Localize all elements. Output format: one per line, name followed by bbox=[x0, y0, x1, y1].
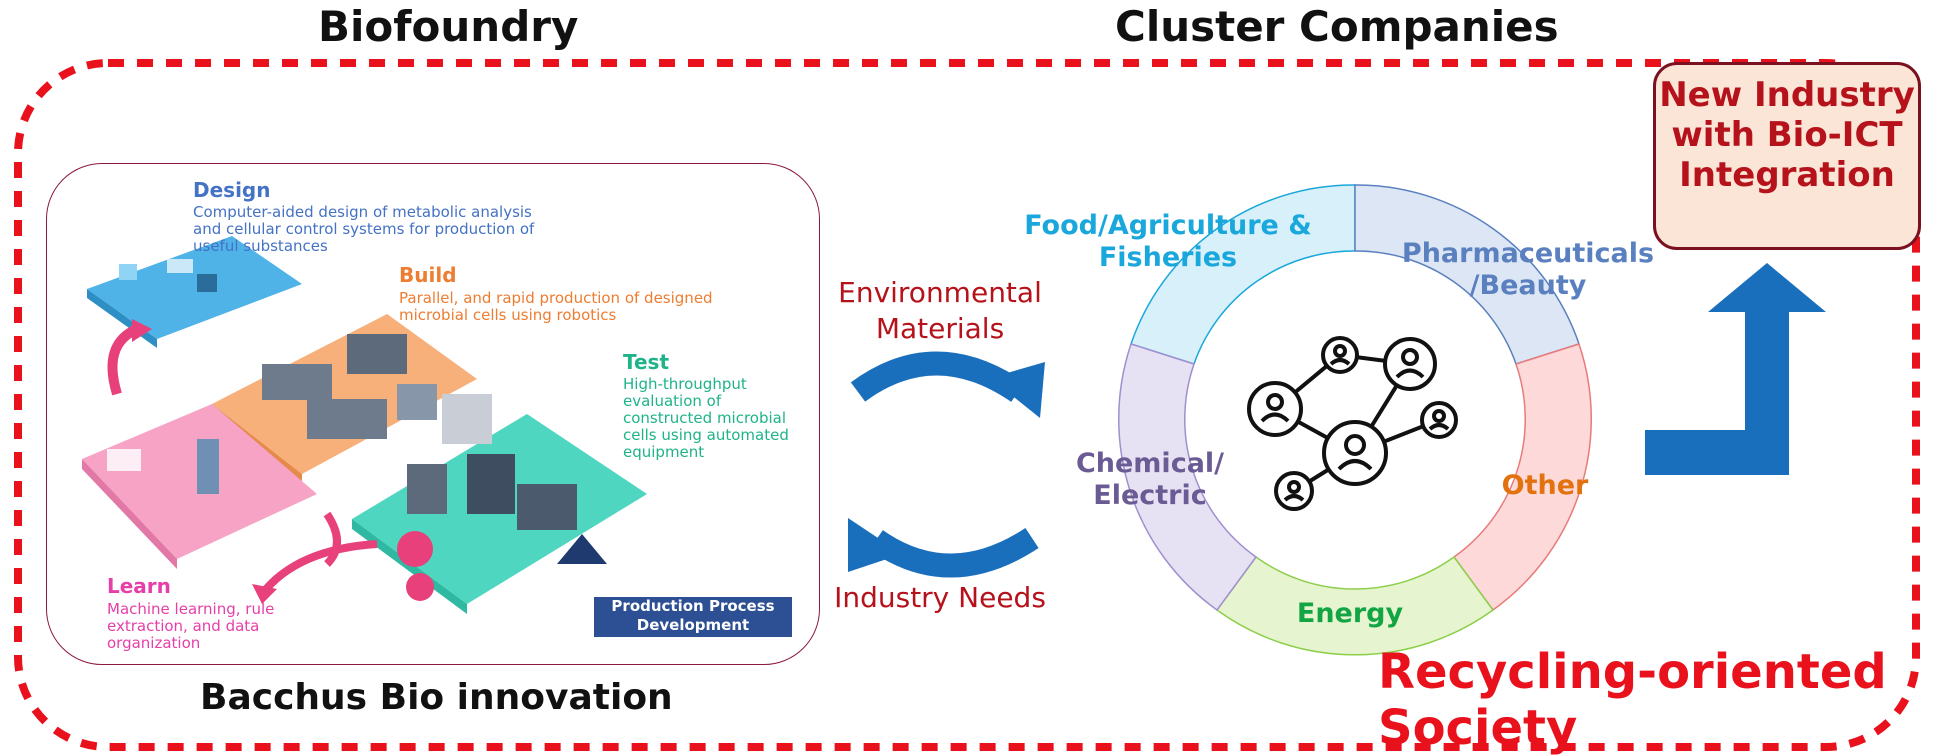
upward-arrow bbox=[1645, 263, 1826, 475]
flow-arrows bbox=[848, 351, 1045, 578]
sector-pharma: Pharmaceuticals /Beauty bbox=[1401, 238, 1655, 301]
stage-build-title: Build bbox=[399, 263, 457, 287]
sector-energy: Energy bbox=[1296, 598, 1404, 629]
cluster-companies-title: Cluster Companies bbox=[1115, 2, 1559, 51]
company-name: Bacchus Bio innovation bbox=[200, 677, 673, 718]
biofoundry-panel: Design Computer-aided design of metaboli… bbox=[46, 163, 820, 665]
stage-learn-desc: Machine learning, rule extraction, and d… bbox=[107, 600, 275, 652]
lab-illustration bbox=[82, 236, 647, 614]
stage-build-desc: Parallel, and rapid production of design… bbox=[399, 289, 713, 324]
sector-food: Food/Agriculture & Fisheries bbox=[1024, 210, 1312, 273]
industry-needs-label: Industry Needs bbox=[834, 581, 1046, 614]
cluster-ring bbox=[1118, 184, 1592, 656]
network-icon bbox=[1247, 336, 1458, 511]
sector-chemical: Chemical/ Electric bbox=[1075, 448, 1225, 511]
stage-test-desc: High-throughput evaluation of constructe… bbox=[623, 375, 789, 461]
biofoundry-title: Biofoundry bbox=[318, 2, 579, 51]
stage-test-title: Test bbox=[623, 350, 670, 374]
environmental-materials-label: Environmental Materials bbox=[838, 276, 1042, 345]
stage-learn-title: Learn bbox=[107, 574, 171, 598]
new-industry-box: New Industry with Bio-ICT Integration bbox=[1653, 62, 1921, 250]
stage-design-desc: Computer-aided design of metabolic analy… bbox=[193, 203, 535, 255]
sector-other: Other bbox=[1501, 470, 1589, 501]
recycling-society-label: Recycling-oriented Society bbox=[1378, 644, 1887, 756]
stage-design-title: Design bbox=[193, 178, 271, 202]
production-process-label: Production Process Development bbox=[594, 597, 792, 637]
